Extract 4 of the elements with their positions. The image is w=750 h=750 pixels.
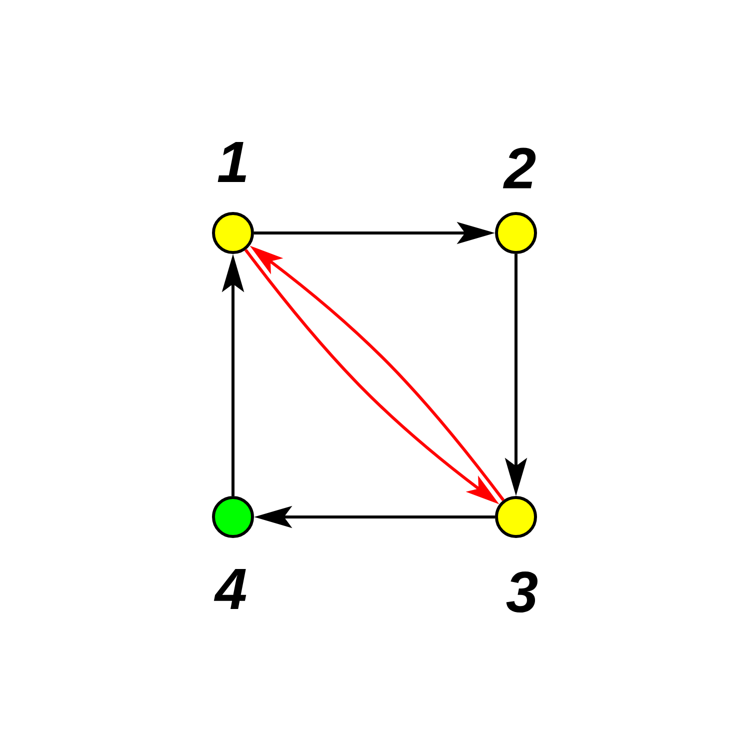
node-number: 2 (502, 148, 536, 188)
node-number: 1 (218, 142, 246, 182)
node-number: 4 (214, 569, 246, 609)
node-number: 3 (506, 571, 538, 613)
